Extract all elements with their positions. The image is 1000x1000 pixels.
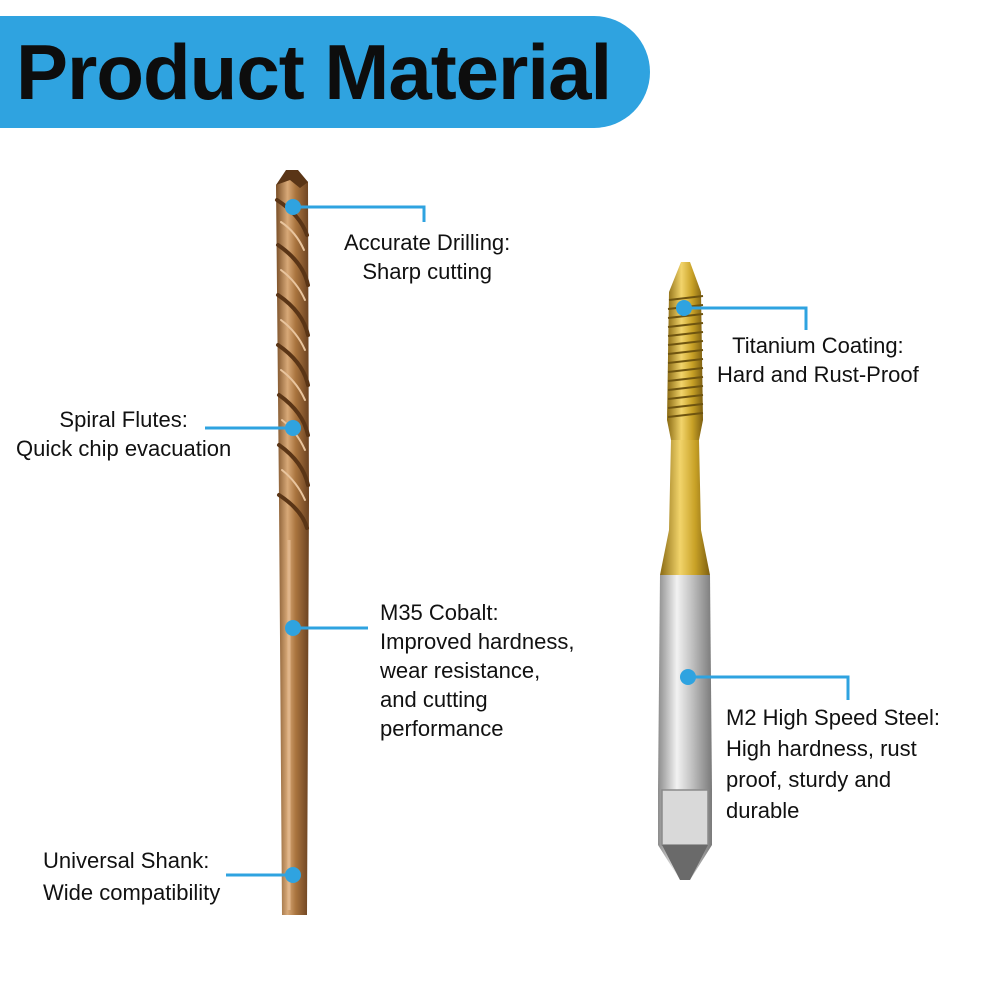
title-banner: Product Material: [0, 16, 650, 128]
callout-universal-shank: Universal Shank: Wide compatibility: [43, 845, 220, 909]
callout-line: Improved hardness,: [380, 629, 575, 654]
callout-title: Universal Shank:: [43, 848, 210, 873]
callout-title: Titanium Coating:: [732, 333, 904, 358]
page-title: Product Material: [16, 28, 612, 116]
callout-m2-steel: M2 High Speed Steel: High hardness, rust…: [726, 702, 940, 826]
tap-square-drive: [661, 789, 709, 846]
callout-title: Spiral Flutes:: [59, 407, 188, 432]
callout-line: Wide compatibility: [43, 880, 221, 905]
leader-titanium-coating: [684, 306, 808, 330]
tap-neck: [660, 440, 710, 575]
callout-title: M2 High Speed Steel:: [726, 705, 941, 730]
dot-m2-steel: [680, 669, 696, 685]
callout-line: and cutting: [380, 687, 488, 712]
callout-line: High hardness, rust: [726, 736, 917, 761]
drill-body: [276, 170, 309, 915]
callout-line: proof, sturdy and: [726, 767, 892, 792]
drill-tip: [276, 170, 308, 188]
callout-dots: [285, 199, 696, 883]
dot-m35-cobalt: [285, 620, 301, 636]
drill-spiral-flutes: [275, 198, 310, 530]
callout-accurate-drilling: Accurate Drilling: Sharp cutting: [344, 228, 510, 286]
callout-line: performance: [380, 716, 504, 741]
titanium-tap: [658, 262, 712, 880]
callout-spiral-flutes: Spiral Flutes: Quick chip evacuation: [16, 405, 231, 463]
leader-accurate-drilling: [293, 205, 426, 222]
dot-titanium-coating: [676, 300, 692, 316]
dot-spiral-flutes: [285, 420, 301, 436]
callout-line: Hard and Rust-Proof: [717, 362, 919, 387]
leader-m2-steel: [688, 675, 850, 700]
dot-accurate-drilling: [285, 199, 301, 215]
callout-titanium-coating: Titanium Coating: Hard and Rust-Proof: [717, 331, 919, 389]
callout-line: durable: [726, 798, 800, 823]
callout-line: wear resistance,: [380, 658, 541, 683]
tap-end-point: [662, 845, 708, 880]
callout-title: M35 Cobalt:: [380, 600, 499, 625]
callout-m35-cobalt: M35 Cobalt: Improved hardness, wear resi…: [380, 598, 574, 743]
callout-title: Accurate Drilling:: [344, 230, 511, 255]
cobalt-drill-bit: [275, 170, 310, 915]
callout-leaders: [205, 205, 850, 877]
callout-line: Sharp cutting: [362, 259, 492, 284]
callout-line: Quick chip evacuation: [16, 436, 232, 461]
dot-universal-shank: [285, 867, 301, 883]
